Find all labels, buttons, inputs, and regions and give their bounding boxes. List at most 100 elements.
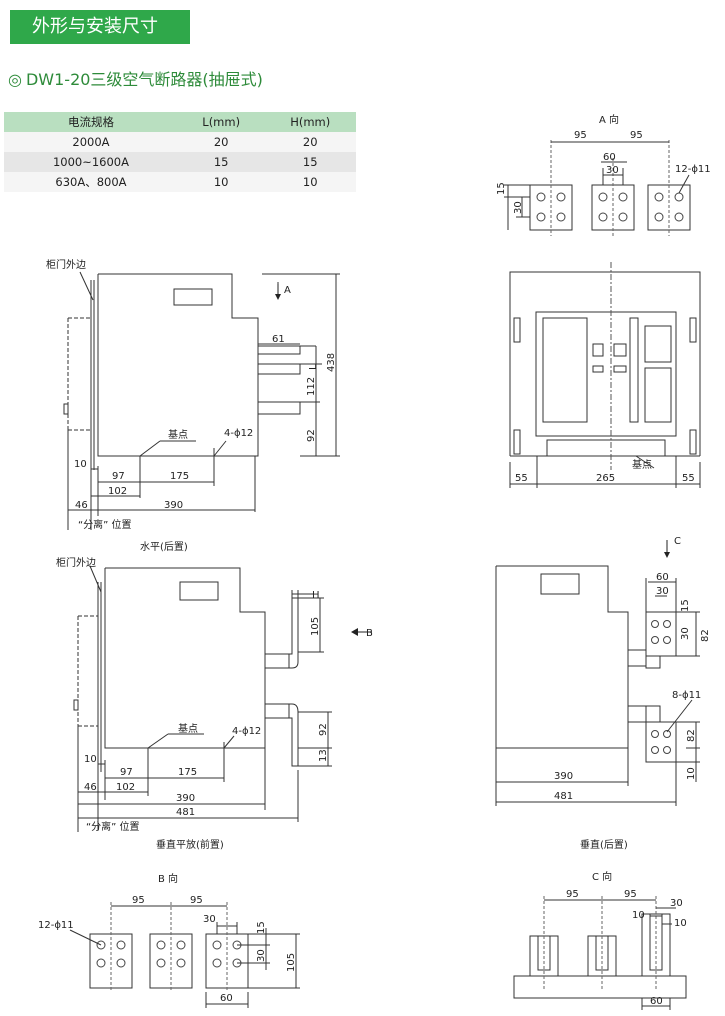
dim-label: 95 (190, 895, 203, 906)
spec-table: 电流规格 L(mm) H(mm) 2000A 20 20 1000~1600A … (4, 112, 356, 192)
dim-label: 105 (310, 617, 321, 636)
dim-label: 105 (286, 953, 297, 972)
dim-label: 30 (606, 165, 619, 176)
table-header-row: 电流规格 L(mm) H(mm) (4, 112, 356, 132)
dim-label: 390 (554, 771, 573, 782)
dim-label: 95 (566, 889, 579, 900)
separate-label: “分离” 位置 (78, 518, 132, 531)
dim-label: 10 (674, 918, 687, 929)
table-cell: 10 (264, 172, 356, 192)
section-title: ◎DW1-20三级空气断路器(抽屉式) (8, 66, 263, 90)
dim-label: 10 (74, 459, 87, 470)
table-row: 2000A 20 20 (4, 132, 356, 152)
table-cell: 15 (264, 152, 356, 172)
dim-label: 30 (680, 627, 691, 640)
table-cell: 20 (264, 132, 356, 152)
dim-label: 30 (670, 898, 683, 909)
dim-label: 60 (603, 152, 616, 163)
dim-label: 95 (574, 130, 587, 141)
dim-label: 10 (84, 754, 97, 765)
b-view-drawing (69, 902, 300, 1008)
table-row: 1000~1600A 15 15 (4, 152, 356, 172)
arrow-a-icon (275, 294, 281, 300)
dim-label: 102 (116, 782, 135, 793)
dim-label: 61 (272, 334, 285, 345)
col-header: L(mm) (177, 112, 265, 132)
table-cell: 15 (177, 152, 265, 172)
caption: 垂直平放(前置) (156, 838, 224, 851)
circle-mark-icon: ◎ (8, 70, 22, 89)
dim-label: H (312, 590, 320, 601)
dim-label: 30 (203, 914, 216, 925)
dim-label: 15 (680, 599, 691, 612)
dim-label: 97 (120, 767, 133, 778)
dim-label: L (308, 364, 319, 370)
caption: 水平(后置) (140, 541, 188, 553)
dim-label: 95 (630, 130, 643, 141)
col-header: 电流规格 (4, 112, 178, 132)
dim-label: 175 (170, 471, 189, 482)
caption: 垂直(后置) (580, 838, 628, 851)
side-horizontal-drawing (63, 271, 340, 530)
side-vertical-front-drawing (73, 565, 332, 832)
dim-label: 55 (682, 473, 695, 484)
door-label: 柜门外边 (56, 556, 96, 569)
front-view-drawing (509, 262, 701, 488)
dim-label: 390 (164, 500, 183, 511)
dim-label: 10 (632, 910, 645, 921)
dim-label: 13 (318, 749, 329, 762)
dim-label: 265 (596, 473, 615, 484)
arrow-label: C (674, 536, 681, 547)
a-view-title: A 向 (599, 113, 619, 126)
dim-label: 92 (306, 429, 317, 442)
arrow-label: B (366, 628, 373, 639)
table-cell: 10 (177, 172, 265, 192)
table-row: 630A、800A 10 10 (4, 172, 356, 192)
dim-label: 30 (656, 586, 669, 597)
door-label: 柜门外边 (46, 258, 86, 271)
table-cell: 630A、800A (4, 172, 178, 192)
dim-label: 15 (496, 182, 507, 195)
dim-label: 60 (650, 996, 663, 1007)
dim-label: 97 (112, 471, 125, 482)
dim-label: 112 (306, 377, 317, 396)
dim-label: 15 (256, 921, 267, 934)
dim-label: 438 (326, 353, 337, 372)
dim-label: 55 (515, 473, 528, 484)
holes-label: 4-ϕ12 (232, 726, 261, 737)
dim-label: 46 (84, 782, 97, 793)
dim-label: 10 (686, 767, 697, 780)
datum-label: 基点 (178, 722, 198, 735)
datum-label: 基点 (632, 458, 652, 471)
c-view-drawing (513, 896, 687, 1010)
header-title: 外形与安装尺寸 (32, 16, 158, 37)
dim-label: 60 (220, 993, 233, 1004)
dim-label: 481 (176, 807, 195, 818)
b-view-title: B 向 (158, 872, 178, 885)
arrow-b-icon (351, 628, 358, 636)
holes-label: 4-ϕ12 (224, 428, 253, 439)
holes-label: 8-ϕ11 (672, 690, 701, 701)
dim-label: 82 (700, 629, 711, 642)
table-cell: 1000~1600A (4, 152, 178, 172)
arrow-c-icon (664, 552, 670, 558)
dim-label: 30 (256, 949, 267, 962)
dim-label: 175 (178, 767, 197, 778)
section-title-text: DW1-20三级空气断路器(抽屉式) (25, 70, 263, 89)
page-header: 外形与安装尺寸 (10, 10, 190, 44)
datum-label: 基点 (168, 428, 188, 441)
dim-label: 46 (75, 500, 88, 511)
dim-label: 92 (318, 723, 329, 736)
dim-label: 30 (513, 201, 524, 214)
col-header: H(mm) (264, 112, 356, 132)
dim-label: 390 (176, 793, 195, 804)
table-cell: 2000A (4, 132, 178, 152)
c-view-title: C 向 (592, 870, 612, 883)
table-cell: 20 (177, 132, 265, 152)
holes-label: 12-ϕ11 (675, 164, 711, 175)
side-vertical-rear-drawing (495, 565, 700, 806)
holes-label: 12-ϕ11 (38, 920, 74, 931)
dim-label: 82 (686, 729, 697, 742)
a-view-drawing (504, 140, 691, 236)
